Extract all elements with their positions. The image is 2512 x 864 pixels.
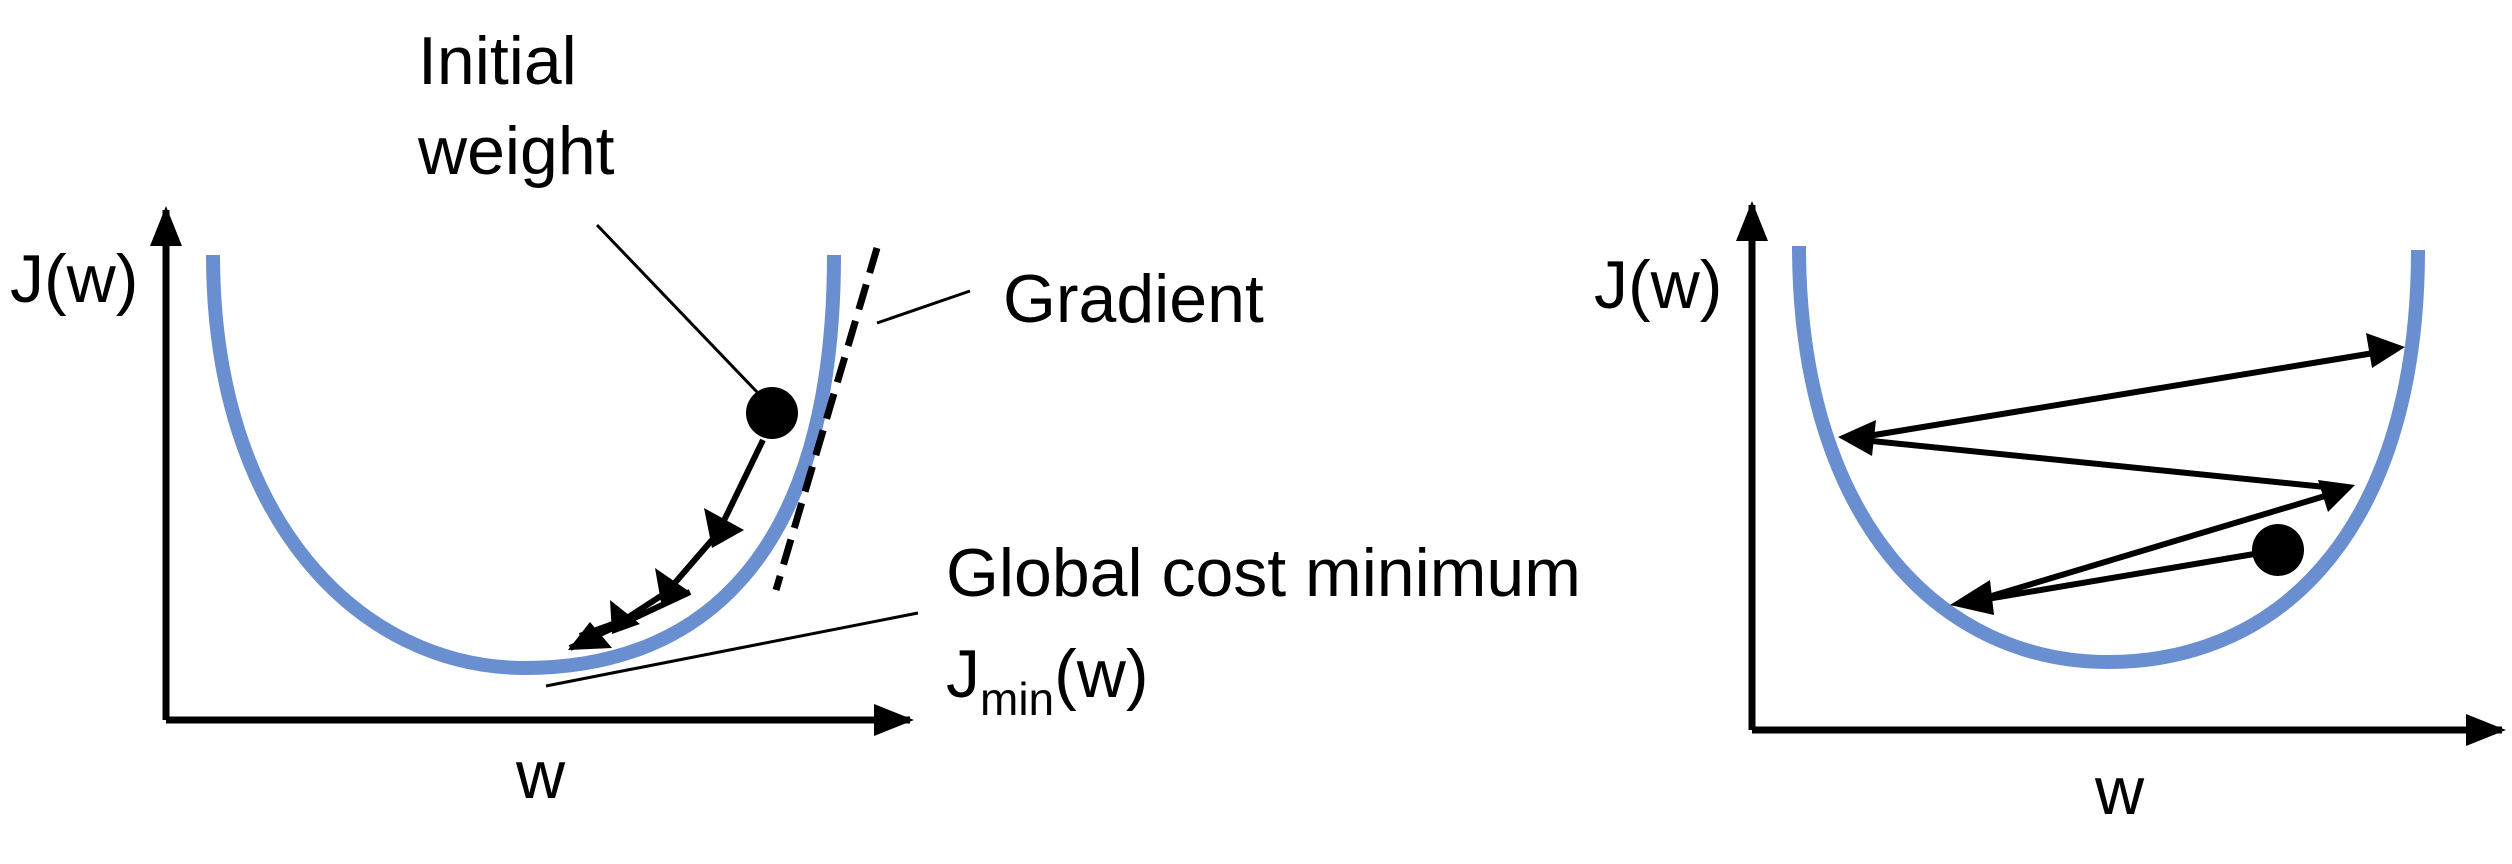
descent-step-5 [568,589,692,651]
oscillation-step-3 [1861,437,2336,491]
left-cost-curve [206,254,841,676]
left-descent-arrows [568,438,766,651]
oscillation-step-2 [1974,490,2336,604]
right-diagram: J(w) w [1594,201,2506,829]
left-y-axis-label: J(w) [10,241,138,317]
initial-weight-leader [595,223,759,394]
right-weight-ball-icon [2252,524,2304,576]
descent-step-1 [715,438,766,535]
oscillation-step-4-head [2366,333,2405,368]
jmin-label-sub: min [980,673,1054,725]
jmin-label-tail: (w) [1054,636,1148,712]
oscillation-step-1-head [1950,580,1994,615]
oscillation-step-1 [1974,547,2279,604]
initial-weight-label-line2: weight [417,113,615,189]
jmin-label: Jmin(w) [946,636,1149,725]
right-y-axis-label: J(w) [1594,247,1722,323]
right-x-axis-label: w [2094,753,2145,829]
descent-step-3 [622,589,669,623]
global-min-label: Global cost minimum [946,535,1581,611]
left-x-axis-label: w [515,737,566,813]
gradient-label: Gradient [1003,261,1264,337]
initial-weight-ball-icon [746,387,798,439]
oscillation-step-4 [1861,349,2381,440]
right-cost-curve [1792,245,2425,670]
right-oscillation-arrows [1838,333,2405,615]
descent-step-2-head [655,568,690,608]
initial-weight-label-line1: Initial [418,23,577,99]
left-diagram: J(w) w Initial weight Gradient Global co… [10,23,1581,813]
jmin-label-main: J [946,636,980,712]
gradient-leader [876,289,971,325]
global-min-leader [545,611,919,688]
gradient-tangent-line [772,247,881,591]
oscillation-step-3-head [1838,420,1876,456]
